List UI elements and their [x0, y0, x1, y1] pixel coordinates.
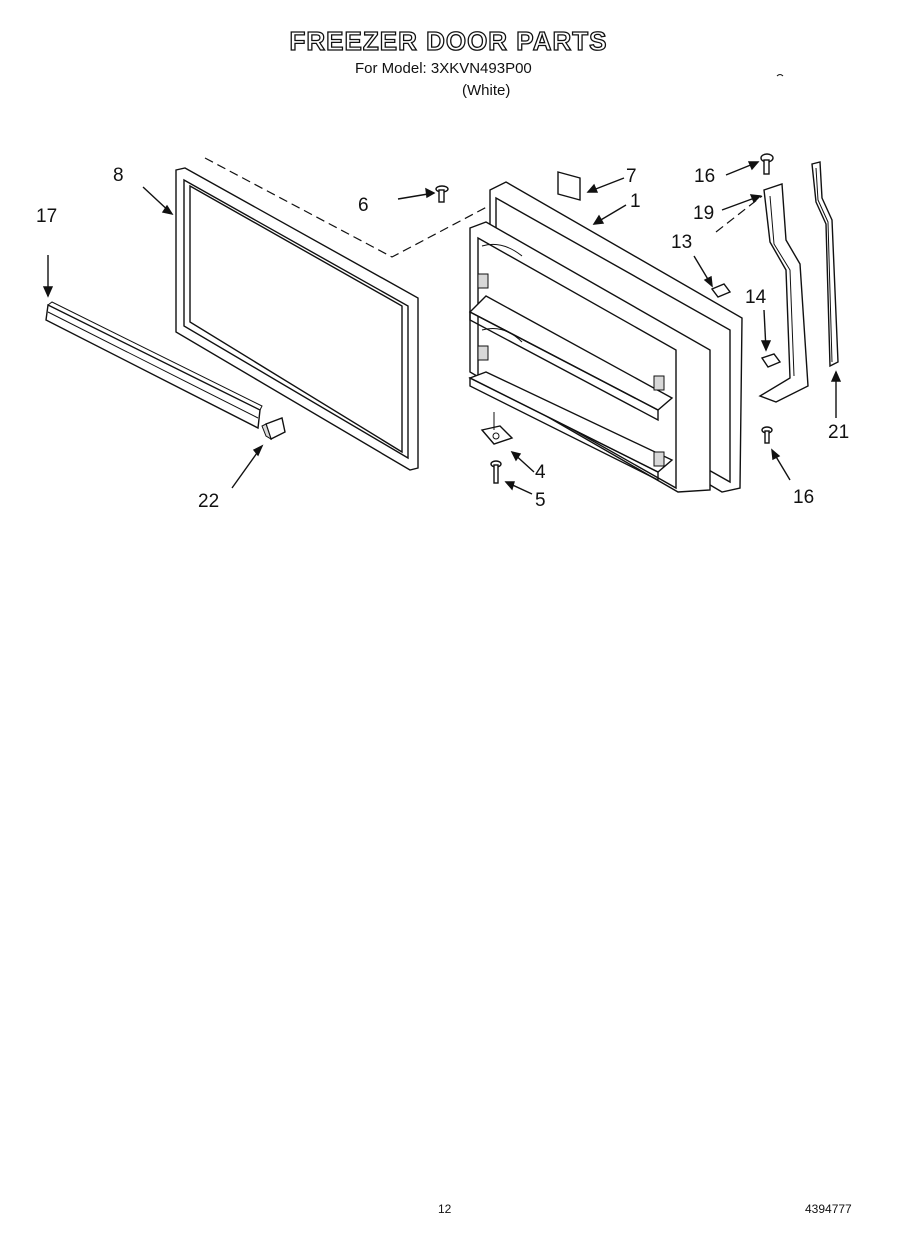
- callout-16-bottom: 16: [793, 487, 814, 508]
- leader-arrows: [42, 161, 842, 495]
- part-21-handle-trim: [811, 161, 839, 368]
- part-4-bracket: [480, 412, 514, 445]
- part-6-screw: [435, 185, 449, 203]
- part-5-screw: [490, 460, 502, 484]
- color-line: (White): [462, 82, 511, 99]
- callout-6: 6: [358, 195, 369, 216]
- part-1-door-liner: [468, 181, 743, 493]
- callout-16-top: 16: [694, 166, 715, 187]
- part-22-end-cap: [261, 417, 286, 441]
- callout-1: 1: [630, 191, 641, 212]
- document-number: 4394777: [805, 1202, 852, 1216]
- callout-17: 17: [36, 206, 57, 227]
- page-number: 12: [438, 1202, 452, 1216]
- callout-14: 14: [745, 287, 767, 308]
- callout-19: 19: [693, 203, 714, 224]
- page-title: FREEZER DOOR PARTS: [289, 25, 608, 56]
- part-7-label: [557, 171, 581, 201]
- part-16-top-screw: [760, 153, 774, 175]
- part-8-door-gasket: [175, 167, 419, 471]
- callout-5: 5: [535, 490, 546, 511]
- part-17-trim-strip: [45, 301, 263, 430]
- stray-mark: [776, 74, 784, 77]
- callout-7: 7: [626, 166, 637, 187]
- part-14-shim: [760, 353, 782, 368]
- model-line: For Model: 3XKVN493P00: [355, 60, 532, 77]
- callout-21: 21: [828, 422, 849, 443]
- part-19-handle: [758, 183, 809, 403]
- callout-4: 4: [535, 462, 546, 483]
- callout-13: 13: [671, 232, 692, 253]
- alignment-line-gasket: [204, 157, 501, 258]
- part-13-shim: [710, 283, 732, 298]
- part-16-bottom-screw: [761, 426, 773, 444]
- callout-8: 8: [113, 165, 124, 186]
- callout-22: 22: [198, 491, 219, 512]
